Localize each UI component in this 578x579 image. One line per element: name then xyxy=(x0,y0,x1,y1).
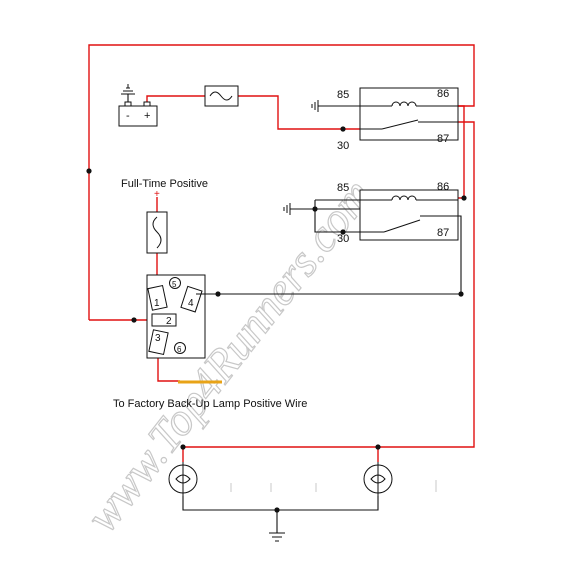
battery-body xyxy=(118,105,158,127)
relay-2: 85 86 30 87 xyxy=(283,181,459,245)
positive-wires xyxy=(88,44,475,462)
lamp-right xyxy=(363,462,393,496)
switch-terminal-5 xyxy=(169,277,181,289)
relay-coil-icon xyxy=(391,195,417,201)
main-fuse-element xyxy=(209,91,233,101)
wire-relay2-87 xyxy=(196,215,462,295)
relay-2-pin86: 86 xyxy=(437,181,449,193)
wire-fuse-relay30 xyxy=(238,95,360,130)
relay-1-body xyxy=(359,87,459,141)
junction-dot xyxy=(312,206,318,212)
wire-battery-fuse xyxy=(146,95,205,102)
switch-terminal-4-label: 4 xyxy=(188,298,194,309)
relay-2-pin87: 87 xyxy=(437,227,449,239)
wire-relay87-lamps xyxy=(182,121,475,462)
lamp-left xyxy=(168,462,198,496)
back-up-lamp-label: To Factory Back-Up Lamp Positive Wire xyxy=(113,398,307,410)
wire-top-bus xyxy=(88,44,475,320)
junction-dot xyxy=(131,317,137,323)
switch-terminal-1-label: 1 xyxy=(154,298,160,309)
junction-dot xyxy=(340,126,346,132)
wire-lamp-ground xyxy=(182,496,379,511)
junction-dot xyxy=(375,444,381,450)
battery-plus: + xyxy=(144,110,150,122)
watermark: www.Top4Runners.com xyxy=(75,169,382,542)
switch-plus-sign: + xyxy=(154,189,160,200)
relay-1-pin30: 30 xyxy=(337,140,349,152)
junction-dot xyxy=(458,291,464,297)
faint-marks xyxy=(230,480,437,492)
lamp-filament xyxy=(175,474,191,484)
switch-terminal-4 xyxy=(180,285,203,313)
switch-terminal-6 xyxy=(174,342,186,354)
switch-terminal-2-label: 2 xyxy=(166,316,172,327)
junction-dot xyxy=(340,229,346,235)
relay-2-contact xyxy=(383,219,421,233)
watermark-text: www.Top4Runners.com xyxy=(76,169,382,541)
switch-terminal-2 xyxy=(151,313,177,327)
full-time-positive-label: Full-Time Positive xyxy=(121,178,208,190)
switch-terminal-5-label: 5 xyxy=(172,280,177,289)
junction-dot xyxy=(461,195,467,201)
relay-1-pin86: 86 xyxy=(437,88,449,100)
switch-terminal-3-label: 3 xyxy=(155,333,161,344)
battery-icon: - + xyxy=(118,84,158,127)
relay-coil-icon xyxy=(391,101,417,107)
switch-terminal-6-label: 6 xyxy=(177,345,182,354)
battery-terminal-pos xyxy=(143,101,151,107)
ground-icon xyxy=(283,203,291,215)
battery-minus: - xyxy=(126,110,130,122)
switch-terminal-3 xyxy=(148,329,169,356)
junction-dot xyxy=(274,507,280,513)
lamp-filament xyxy=(370,474,386,484)
relay-1: 85 86 30 87 xyxy=(311,87,459,152)
battery-terminal-neg xyxy=(124,101,132,107)
relay-2-pin30: 30 xyxy=(337,233,349,245)
ground-icon xyxy=(311,100,319,112)
wire-pin3-tap xyxy=(157,356,180,382)
wire-relay86-link xyxy=(458,105,465,199)
ground-icon xyxy=(269,532,285,542)
relay-2-pin85: 85 xyxy=(337,182,349,194)
fuse-icon xyxy=(204,85,239,107)
relay-1-pin85: 85 xyxy=(337,89,349,101)
switch-terminal-1 xyxy=(147,284,168,311)
relay-1-contact xyxy=(381,119,419,130)
relay-1-pin87: 87 xyxy=(437,133,449,145)
junction-dot xyxy=(86,168,92,174)
junction-dot xyxy=(180,444,186,450)
switch: 5 1 4 2 3 6 xyxy=(146,274,218,359)
fuse-icon xyxy=(146,211,168,254)
switch-fuse-element xyxy=(152,216,162,249)
